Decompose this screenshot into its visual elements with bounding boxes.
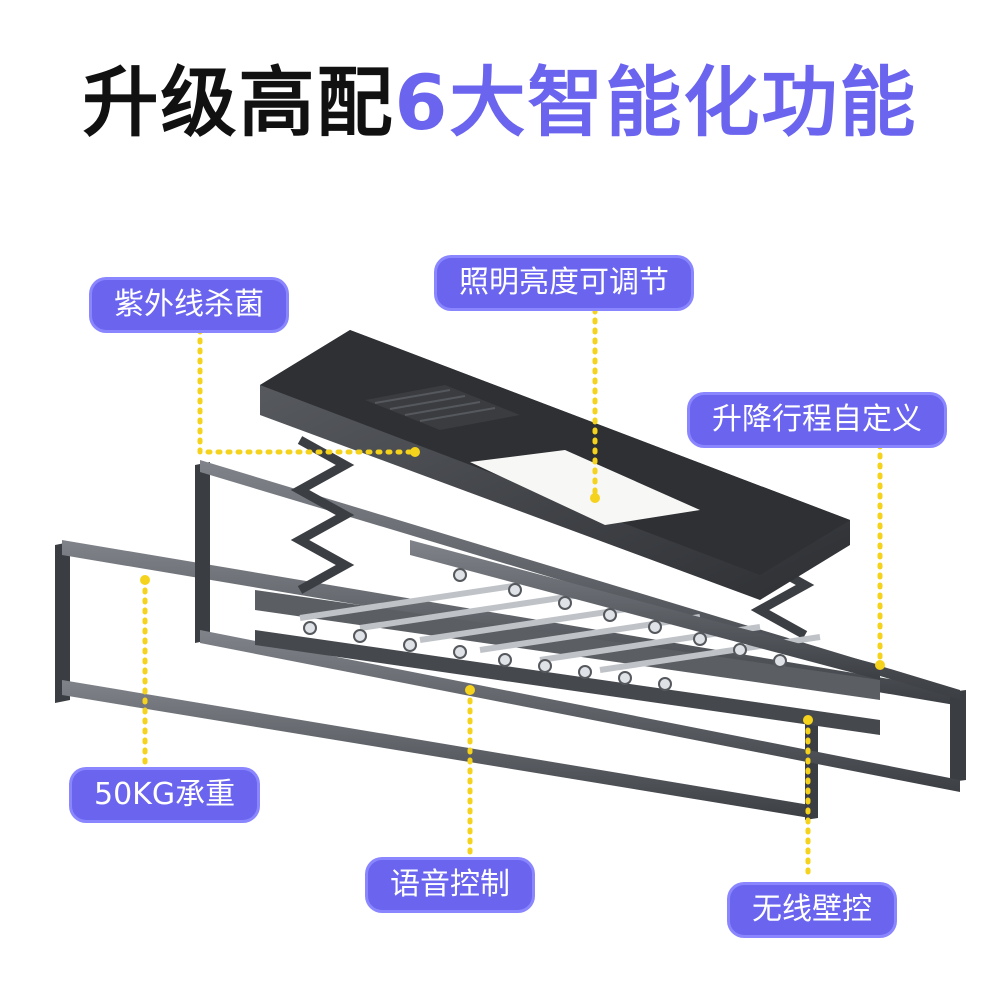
led-light-panel — [470, 450, 700, 525]
motor-box — [260, 330, 850, 600]
headline: 升级高配6大智能化功能 — [0, 58, 1000, 148]
hanger-rack — [255, 582, 880, 735]
upper-rail — [410, 540, 880, 680]
label-voice-control: 语音控制 — [368, 860, 532, 910]
leader-lines — [142, 307, 883, 883]
label-wireless-wall-control: 无线壁控 — [730, 885, 894, 935]
label-load-capacity: 50KG承重 — [72, 770, 258, 820]
headline-part1: 升级高配 — [82, 58, 395, 147]
headline-part2: 6大智能化功能 — [394, 58, 918, 147]
label-adjustable-lighting: 照明亮度可调节 — [437, 258, 691, 308]
label-uv-sterilization: 紫外线杀菌 — [92, 280, 286, 330]
label-custom-lift-travel: 升降行程自定义 — [690, 395, 944, 445]
leader-dots — [140, 447, 885, 725]
